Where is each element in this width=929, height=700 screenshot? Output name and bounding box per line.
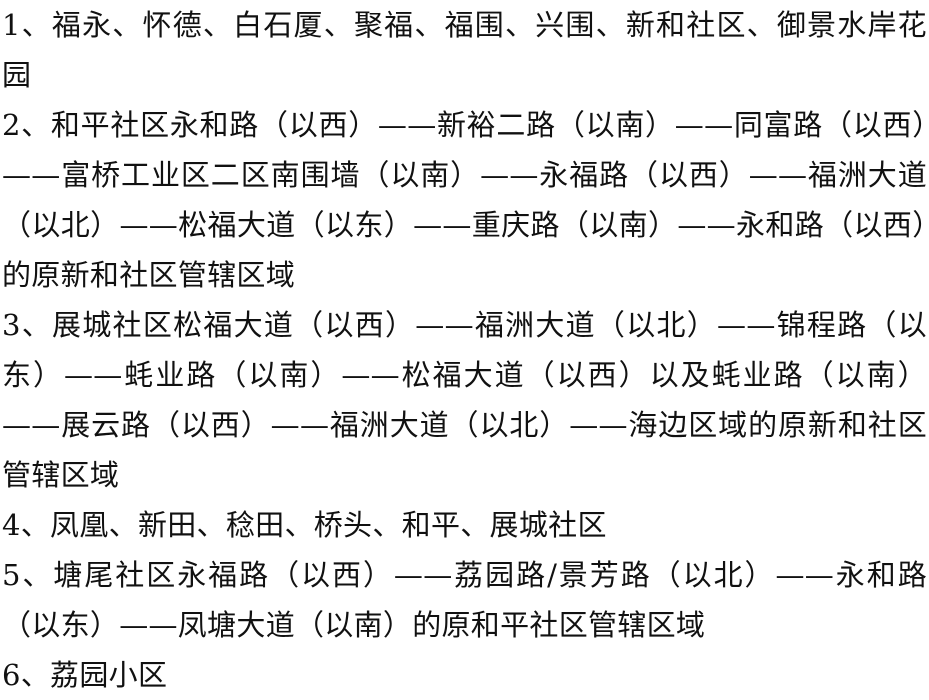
list-item-3: 3、展城社区松福大道（以西）——福洲大道（以北）——锦程路（以东）——蚝业路（以… <box>2 308 927 492</box>
document-body: 1、福永、怀德、白石厦、聚福、福围、兴围、新和社区、御景水岸花园 2、和平社区永… <box>2 8 927 692</box>
list-item-1: 1、福永、怀德、白石厦、聚福、福围、兴围、新和社区、御景水岸花园 <box>2 8 927 92</box>
list-item-2: 2、和平社区永和路（以西）——新裕二路（以南）——同富路（以西）——富桥工业区二… <box>2 108 927 292</box>
list-item-5: 5、塘尾社区永福路（以西）——荔园路/景芳路（以北）——永和路（以东）——凤塘大… <box>2 558 927 642</box>
list-item-4: 4、凤凰、新田、稔田、桥头、和平、展城社区 <box>2 508 607 542</box>
list-item-6: 6、荔园小区 <box>2 658 168 692</box>
